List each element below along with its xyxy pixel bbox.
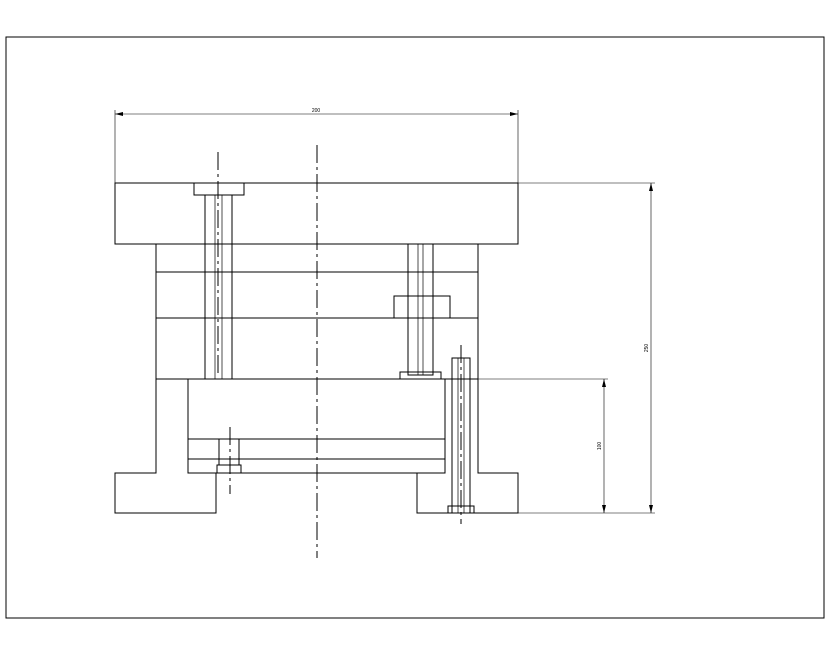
dim-width-arrow-right xyxy=(510,112,518,116)
dim-height-label: 250 xyxy=(644,344,650,353)
guide-pin-right-head xyxy=(399,371,442,380)
cross-hatched-insert xyxy=(393,295,451,319)
dim-height-arrow-bottom xyxy=(649,505,653,513)
ejector-pin-head xyxy=(216,464,242,474)
dim-width-arrow-left xyxy=(115,112,123,116)
dim-lower-arrow-bottom xyxy=(602,505,606,513)
drawing-border xyxy=(5,36,825,619)
dim-lower-arrow-top xyxy=(602,379,606,387)
guide-pin-right xyxy=(407,243,434,376)
guide-pin-head xyxy=(193,182,245,196)
dim-height-arrow-top xyxy=(649,183,653,191)
dim-lower-label: 100 xyxy=(597,442,603,451)
dim-width-label: 200 xyxy=(312,108,321,114)
ejector-pin xyxy=(218,438,240,466)
